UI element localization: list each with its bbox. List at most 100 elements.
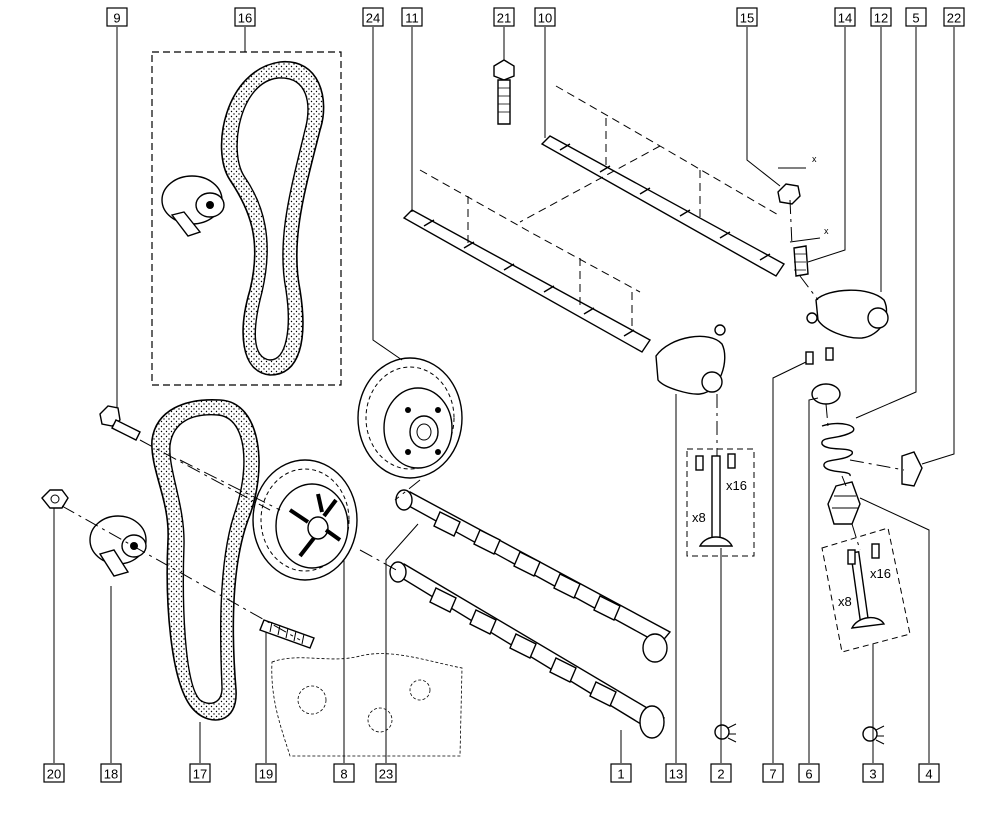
callout-4: 4 [918,763,940,783]
valve-stem-seal [827,481,861,525]
long-bolt [493,59,515,125]
callout-box [798,763,820,783]
adjusting-screw [793,245,809,277]
callout-number: 7 [769,767,776,782]
callout-number: 14 [838,11,852,26]
callout-box [736,7,758,27]
callout-box [918,763,940,783]
callout-box [905,7,927,27]
callout-number: 3 [869,767,876,782]
x-marker-upper: x [812,154,817,164]
callout-5: 5 [905,7,927,27]
callout-number: 6 [805,767,812,782]
spare-timing-belt [220,61,325,376]
nut [41,489,69,509]
callout-10: 10 [534,7,556,27]
callout-17: 17 [189,763,211,783]
callout-24: 24 [362,7,384,27]
cylinder-head-sketch [271,653,463,757]
callout-15: 15 [736,7,758,27]
valve-spring [821,422,855,477]
right-valve-group-frame [821,527,911,653]
callout-number: 5 [912,11,919,26]
rocker-shaft-upper [540,135,786,277]
belt-kit-frame [151,51,342,386]
leader-lines [53,27,955,763]
callout-box [401,7,423,27]
callout-8: 8 [333,763,355,783]
callout-box [834,7,856,27]
spare-tensioner-roller [161,175,225,237]
callout-number: 10 [538,11,552,26]
adjusting-nut [777,183,801,205]
bolt [99,405,141,441]
callout-9: 9 [106,7,128,27]
tensioner-roller [89,515,147,577]
callout-number: 2 [717,767,724,782]
callout-number: 1 [617,767,624,782]
callout-21: 21 [493,7,515,27]
callout-23: 23 [375,763,397,783]
callout-box [862,763,884,783]
callout-22: 22 [943,7,965,27]
right-valves-qty: x8 [838,594,852,609]
rocker-arm-right [806,289,889,339]
small-fastener-2 [714,723,737,743]
callout-number: 13 [669,767,683,782]
callout-number: 8 [340,767,347,782]
left-keepers-qty: x16 [726,478,747,493]
callout-number: 21 [497,11,511,26]
callout-box [943,7,965,27]
callout-number: 15 [740,11,754,26]
clip [901,451,923,487]
callout-7: 7 [762,763,784,783]
callout-box [362,7,384,27]
callout-2: 2 [710,763,732,783]
camshaft-lower [389,561,666,739]
callout-box [762,763,784,783]
callout-box [665,763,687,783]
callout-1: 1 [610,763,632,783]
right-valve [847,543,886,629]
callout-box [493,7,515,27]
callout-13: 13 [665,763,687,783]
callout-box [106,7,128,27]
left-valves-qty: x8 [692,510,706,525]
callout-number: 11 [405,11,419,26]
callout-number: 18 [104,767,118,782]
callout-3: 3 [862,763,884,783]
valve-keepers-pair [805,347,834,365]
callout-number: 22 [947,11,961,26]
camshaft-pulley-upper [357,357,463,479]
rocker-shaft-lower [402,209,652,353]
valve-spring-cap [811,383,841,405]
callout-number: 19 [259,767,273,782]
callout-box [189,763,211,783]
callout-number: 12 [874,11,888,26]
callout-number: 20 [47,767,61,782]
callout-box [255,763,277,783]
callout-box [375,763,397,783]
rocker-arm [655,324,726,395]
timing-belt [151,399,260,721]
callout-box [43,763,65,783]
callout-19: 19 [255,763,277,783]
camshaft-pulley-lower [252,459,358,581]
callout-box [100,763,122,783]
left-valve-group-frame [686,448,755,557]
camshaft-upper [395,489,672,663]
callout-box [870,7,892,27]
callout-box [234,7,256,27]
stud [259,619,315,649]
callout-16: 16 [234,7,256,27]
callout-number: 23 [379,767,393,782]
right-keepers-qty: x16 [870,566,891,581]
x-marker-lower: x [824,226,829,236]
callout-12: 12 [870,7,892,27]
callout-20: 20 [43,763,65,783]
callout-number: 4 [925,767,932,782]
callout-box [333,763,355,783]
callout-number: 9 [113,11,120,26]
callout-labels: 9 16 24 11 21 10 15 14 12 5 22 20 18 17 19 8 23 1 13 2 7 6 3 4 [43,7,965,783]
